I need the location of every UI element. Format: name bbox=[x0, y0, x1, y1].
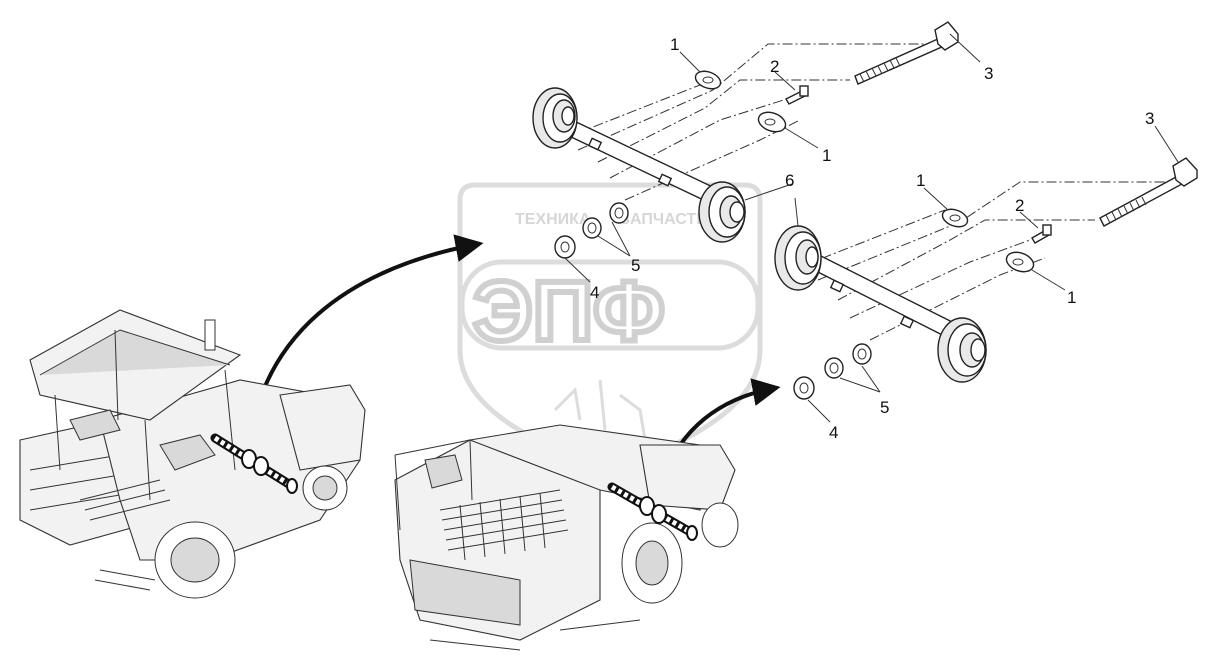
callout-roller-6: 6 bbox=[785, 171, 794, 190]
bolt-3-upper bbox=[854, 21, 959, 85]
callout-labels-upper: 1 2 3 1 6 5 4 bbox=[590, 35, 993, 302]
callout-screw-2-upper: 2 bbox=[770, 57, 779, 76]
watermark-line1: ТЕХНИКА bbox=[515, 211, 591, 228]
callout-washer-1-upper-b: 1 bbox=[822, 146, 831, 165]
guide-roller-assembly-upper bbox=[532, 21, 981, 283]
washer-4-upper bbox=[554, 235, 576, 259]
callout-nut-5-lower: 5 bbox=[880, 398, 889, 417]
callout-washer-4-upper: 4 bbox=[590, 283, 599, 302]
callout-bolt-3-upper: 3 bbox=[984, 64, 993, 83]
guide-roller-assembly-lower bbox=[774, 125, 1198, 423]
bolt-3-lower bbox=[1099, 157, 1198, 227]
callout-nut-5-upper: 5 bbox=[631, 256, 640, 275]
bolt-location-left bbox=[210, 433, 298, 494]
washer-1-lower-a bbox=[941, 208, 969, 228]
callout-washer-1-lower-a: 1 bbox=[916, 171, 925, 190]
watermark-logo: ЭПФ bbox=[473, 264, 665, 358]
nut-5-upper bbox=[582, 202, 629, 239]
bolt-location-center bbox=[607, 482, 698, 541]
callout-bolt-3-lower: 3 bbox=[1145, 109, 1154, 128]
callout-washer-1-lower-b: 1 bbox=[1067, 288, 1076, 307]
callout-washer-1-upper-a: 1 bbox=[670, 35, 679, 54]
washer-1-upper-b bbox=[757, 111, 787, 133]
callout-washer-4-lower: 4 bbox=[829, 423, 838, 442]
nut-5-lower bbox=[824, 343, 872, 379]
screw-2-lower bbox=[1031, 224, 1052, 244]
callout-labels-lower: 1 2 3 1 5 4 bbox=[829, 109, 1154, 442]
watermark-line2: ЗАПЧАСТИ bbox=[620, 211, 708, 228]
watermark: ТЕХНИКА ЗАПЧАСТИ ЭПФ bbox=[457, 182, 763, 473]
washer-1-lower-b bbox=[1005, 251, 1035, 273]
road-paver-machine-left bbox=[19, 309, 366, 599]
callout-screw-2-lower: 2 bbox=[1015, 196, 1024, 215]
screw-2-upper bbox=[785, 85, 809, 105]
road-paver-machine-center bbox=[394, 424, 739, 651]
washer-1-upper-a bbox=[694, 70, 722, 90]
watermark-factory-icon bbox=[553, 379, 660, 442]
washer-4-lower bbox=[793, 376, 815, 400]
